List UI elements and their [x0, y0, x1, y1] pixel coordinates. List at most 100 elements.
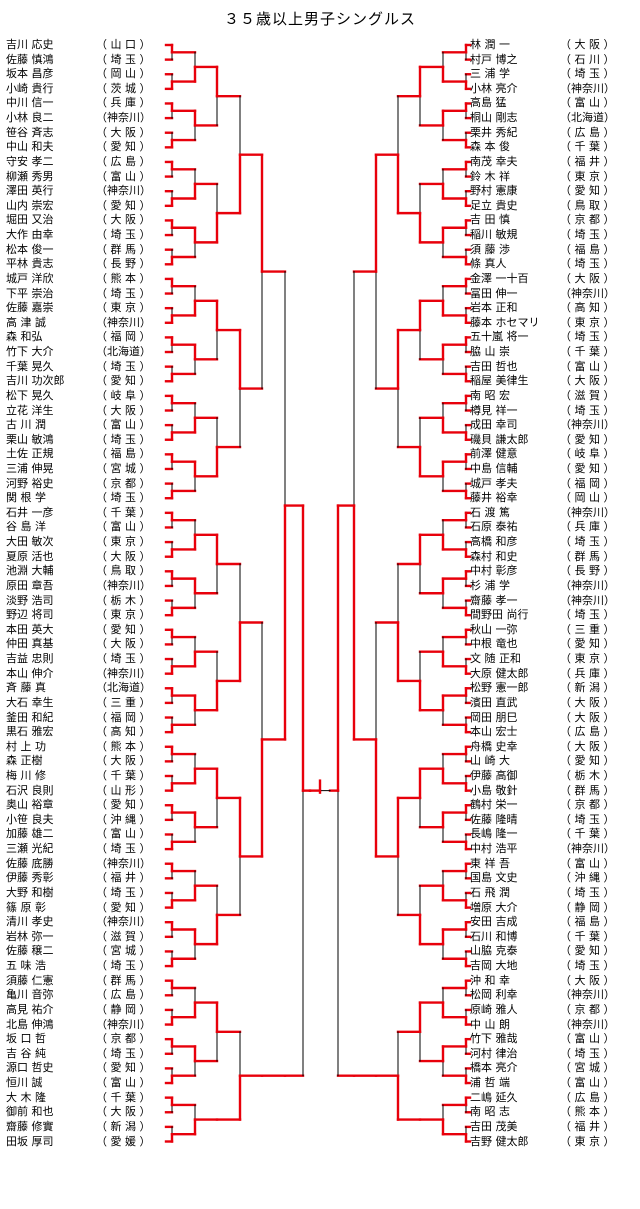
right-player-entry: 藤井 裕幸（ 岡 山 ）	[470, 491, 636, 505]
left-player-entry: 黒石 雅宏（ 高 知 ）	[6, 725, 166, 739]
player-name: 国島 文史	[470, 871, 518, 885]
right-player-entry: 山 崎 大（ 愛 知 ）	[470, 754, 636, 768]
player-name: 松岡 利幸	[470, 988, 518, 1002]
left-player-entry: 高 津 誠（神奈川）	[6, 316, 166, 330]
player-name: 澤田 英行	[6, 184, 54, 198]
player-name: 本山 伸介	[6, 666, 54, 680]
right-player-entry: 高島 猛 （ 富 山 ）	[470, 96, 636, 110]
player-name: 城戸 洋欣	[6, 271, 54, 285]
player-prefecture: （ 愛 知 ）	[560, 461, 615, 475]
player-name: 千葉 晃久	[6, 359, 54, 373]
left-player-entry: 村 上 功（ 熊 本 ）	[6, 740, 166, 754]
left-player-entry: 坂本 昌彦（ 岡 山 ）	[6, 67, 166, 81]
player-prefecture: （ 愛 知 ）	[96, 622, 151, 636]
player-name: 大原 健太郎	[470, 666, 529, 680]
player-prefecture: （ 愛 知 ）	[560, 432, 615, 446]
player-name: 大作 由幸	[6, 228, 54, 242]
right-player-entry: 濱田 直武（ 大 阪 ）	[470, 696, 636, 710]
player-name: 夏原 活也	[6, 549, 54, 563]
player-name: 佐藤 底勝	[6, 856, 54, 870]
player-name: 柳瀬 秀男	[6, 169, 54, 183]
player-name: 栗井 秀紀	[470, 125, 518, 139]
player-name: 中島 信輔	[470, 461, 518, 475]
player-prefecture: （ 千 葉 ）	[96, 505, 151, 519]
player-name: 南 昭 志	[470, 1105, 510, 1119]
player-prefecture: （ 大 阪 ）	[560, 973, 615, 987]
player-prefecture: （ 愛 媛 ）	[96, 1134, 151, 1148]
right-player-entry: 中村 彰彦（ 長 野 ）	[470, 564, 636, 578]
right-player-entry: 前澤 健意（ 岐 阜 ）	[470, 447, 636, 461]
player-name: 大石 幸生	[6, 695, 54, 709]
left-player-entry: 吉益 忠則（ 埼 玉 ）	[6, 652, 166, 666]
player-prefecture: （ 東 京 ）	[560, 169, 615, 183]
player-prefecture: （神奈川）	[96, 315, 151, 329]
left-player-entry: 淡野 浩司（ 栃 木 ）	[6, 594, 166, 608]
player-prefecture: （ 福 島 ）	[560, 242, 615, 256]
right-player-entry: 野村 憲康（ 愛 知 ）	[470, 184, 636, 198]
player-name: 成田 幸司	[470, 418, 518, 432]
right-player-entry: 原崎 雅人（ 京 都 ）	[470, 1003, 636, 1017]
player-name: 吉川 功次郎	[6, 374, 65, 388]
player-name: 伊藤 高御	[470, 769, 518, 782]
player-prefecture: （ 埼 玉 ）	[560, 403, 615, 417]
player-name: 齋藤 修實	[6, 1119, 54, 1133]
player-name: 鶴村 栄一	[470, 798, 518, 812]
left-player-entry: 加藤 雄二（ 富 山 ）	[6, 827, 166, 841]
left-player-entry: 野辺 将司（ 東 京 ）	[6, 608, 166, 622]
player-prefecture: （ 愛 知 ）	[96, 1061, 151, 1075]
player-prefecture: （北海道）	[96, 681, 151, 695]
player-name: 森 正樹	[6, 754, 43, 768]
player-prefecture: （ 福 岡 ）	[560, 476, 615, 490]
player-name: 吉野 健太郎	[470, 1134, 529, 1148]
player-prefecture: （ 兵 庫 ）	[96, 96, 151, 110]
player-prefecture: （北海道）	[96, 345, 151, 359]
right-player-entry: 中根 竜也（ 愛 知 ）	[470, 637, 636, 651]
player-prefecture: （ 埼 玉 ）	[96, 959, 151, 973]
left-player-entry: 古 川 潤（ 富 山 ）	[6, 418, 166, 432]
player-name: 五十嵐 将一	[470, 330, 529, 344]
player-prefecture: （ 富 山 ）	[560, 96, 615, 110]
player-prefecture: （神奈川）	[560, 418, 615, 432]
player-prefecture: （ 愛 知 ）	[96, 798, 151, 812]
player-prefecture: （ 鳥 取 ）	[96, 564, 151, 578]
player-name: 篠 原 彰	[6, 900, 46, 914]
player-name: 樽見 祥一	[470, 403, 518, 417]
player-name: 石 飛 潤	[470, 885, 510, 899]
player-prefecture: （神奈川）	[96, 856, 151, 870]
player-name: 松野 憲一郎	[470, 681, 529, 695]
player-prefecture: （ 愛 知 ）	[560, 944, 615, 958]
right-player-entry: 沖 和 幸（ 大 阪 ）	[470, 974, 636, 988]
player-prefecture: （ 福 井 ）	[96, 871, 151, 885]
player-name: 原田 章吾	[6, 578, 54, 592]
left-player-entry: 本山 伸介（神奈川）	[6, 667, 166, 681]
player-prefecture: （ 福 島 ）	[560, 915, 615, 929]
player-prefecture: （ 熊 本 ）	[96, 739, 151, 753]
player-name: 笹谷 斉志	[6, 125, 54, 139]
player-name: 岩本 正和	[470, 301, 518, 315]
player-name: 石沢 良則	[6, 783, 54, 797]
player-name: 高見 祐介	[6, 1002, 54, 1016]
right-player-entry: 国島 文史（ 沖 縄 ）	[470, 871, 636, 885]
right-player-entry: 松岡 利幸（神奈川）	[470, 988, 636, 1002]
player-name: 山内 崇宏	[6, 198, 54, 212]
left-player-entry: 釜田 和紀（ 福 岡 ）	[6, 711, 166, 725]
player-prefecture: （ 埼 玉 ）	[560, 812, 615, 826]
player-prefecture: （ 兵 庫 ）	[560, 666, 615, 680]
player-name: 河野 裕史	[6, 476, 54, 490]
left-player-entry: 河野 裕史（ 京 都 ）	[6, 477, 166, 491]
player-name: 源口 哲史	[6, 1061, 54, 1075]
player-name: 小島 敬針	[470, 783, 518, 797]
player-name: 黒石 雅宏	[6, 725, 54, 739]
player-prefecture: （神奈川）	[96, 184, 151, 198]
left-player-entry: 高見 祐介（ 静 岡 ）	[6, 1003, 166, 1017]
player-prefecture: （ 埼 玉 ）	[96, 491, 151, 505]
player-name: 中 山 朗	[470, 1017, 510, 1031]
player-prefecture: （ 石 川 ）	[560, 52, 615, 66]
player-name: 吉岡 大地	[470, 959, 518, 973]
right-player-entry: 橋本 亮介（ 宮 城 ）	[470, 1061, 636, 1075]
player-prefecture: （ 沖 縄 ）	[96, 812, 151, 826]
left-player-entry: 中川 信一（ 兵 庫 ）	[6, 96, 166, 110]
left-player-entry: 小崎 貴行（ 茨 城 ）	[6, 82, 166, 96]
player-name: 坂 口 哲	[6, 1032, 46, 1046]
player-name: 高島 猛	[470, 96, 507, 110]
